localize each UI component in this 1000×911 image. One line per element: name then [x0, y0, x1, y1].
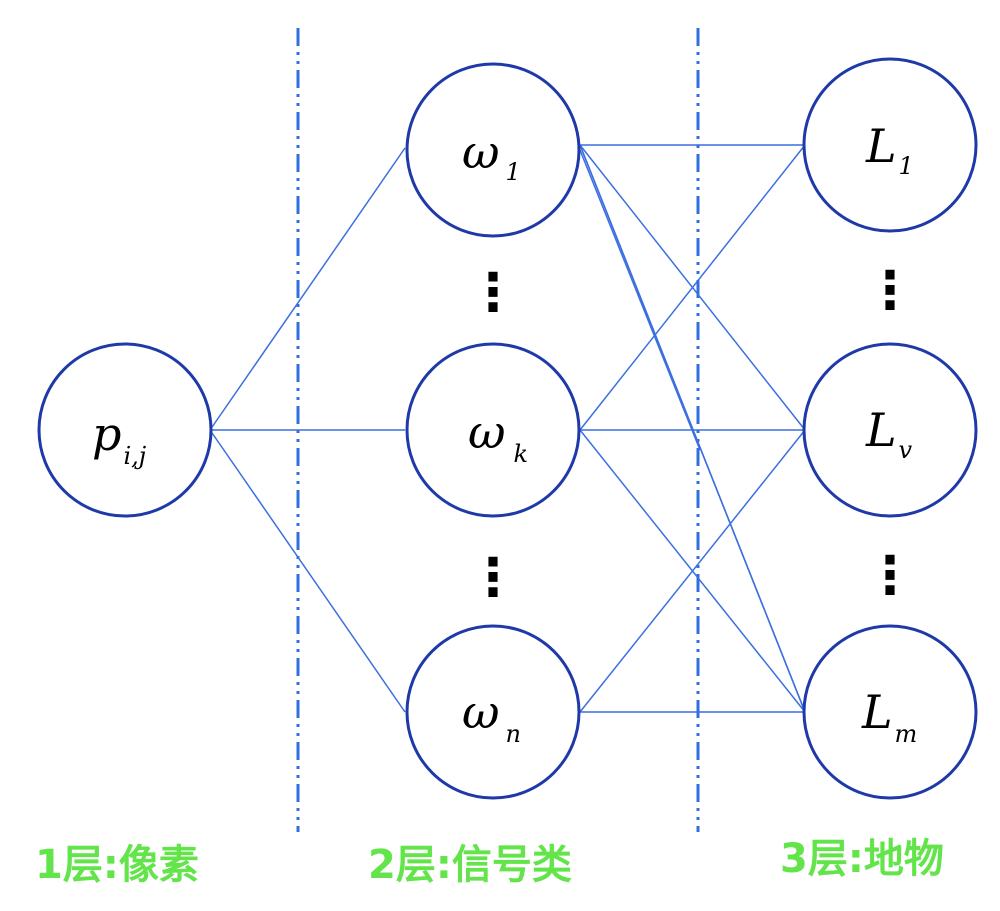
ellipses: ⋮ ⋮ ⋮ ⋮ [467, 261, 916, 608]
node-wn [405, 624, 581, 800]
node-label-L1: L1 [865, 119, 914, 180]
ellipsis-signal-upper: ⋮ [467, 263, 519, 323]
node-L1 [802, 57, 978, 233]
edge-wn-Lv [579, 429, 806, 713]
edge-p-w1 [209, 147, 406, 431]
nodes [37, 57, 978, 800]
layer-label-pixel: 1层:像素 [35, 842, 199, 888]
node-Lm [802, 624, 978, 800]
layer-label-signal: 2层:信号类 [368, 842, 572, 888]
node-label-p: pi,j [92, 407, 147, 470]
node-w1 [405, 62, 581, 238]
node-wk [405, 342, 581, 518]
node-Lv [802, 342, 978, 518]
ellipsis-object-lower: ⋮ [864, 546, 916, 606]
layer-label-object: 3层:地物 [780, 836, 944, 882]
edge-p-wn [209, 429, 406, 713]
edges-signal-to-object [579, 144, 806, 713]
ellipsis-signal-lower: ⋮ [467, 548, 519, 608]
edges-pixel-to-signal [209, 147, 406, 713]
edge-w1-Lm-c [579, 149, 701, 451]
node-p [37, 342, 213, 518]
edge-w1-Lm-b [579, 144, 806, 713]
edge-wk-L1 [579, 144, 806, 431]
node-label-Lm: Lm [861, 685, 917, 748]
ellipsis-object-upper: ⋮ [864, 261, 916, 321]
node-label-Lv: Lv [865, 403, 913, 464]
